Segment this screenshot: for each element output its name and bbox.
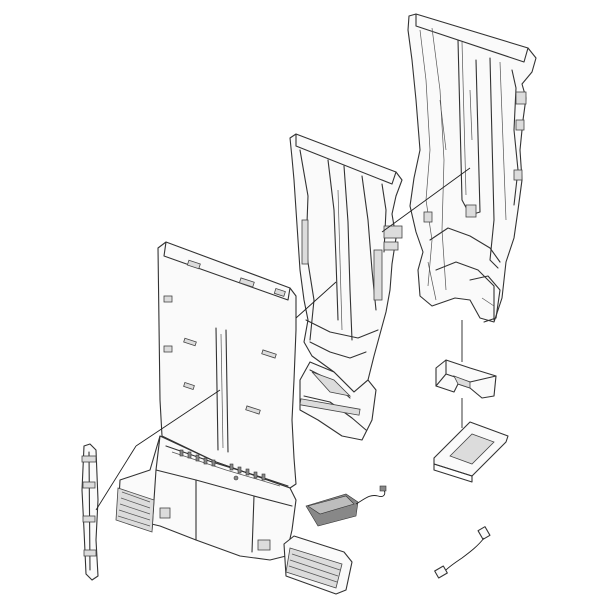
assembly-leader-lines (95, 167, 471, 511)
wire-harness-part (434, 526, 491, 579)
bracket-part (435, 359, 497, 399)
sensor-pad-part (305, 485, 387, 527)
rear-frame-part (407, 13, 537, 323)
front-panel-part (115, 241, 353, 595)
middle-frame-part (289, 133, 403, 441)
base-teeth-row (179, 449, 266, 481)
gasket-part (433, 421, 509, 483)
side-rail-part (81, 443, 99, 581)
